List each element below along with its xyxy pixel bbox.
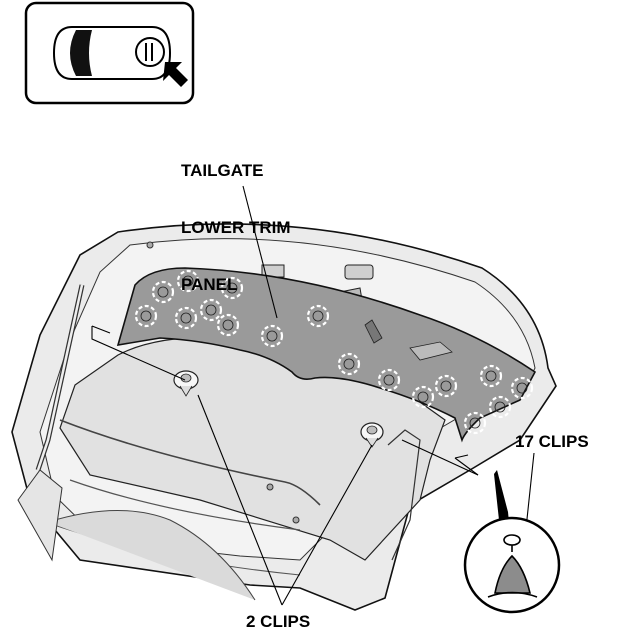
- panel-name-line-2: LOWER TRIM: [181, 218, 291, 237]
- panel-name-line-3: PANEL: [181, 275, 238, 294]
- clips-17-label: 17 CLIPS: [515, 432, 589, 451]
- tailgate-lower-trim-panel: [116, 267, 537, 443]
- panel-name-label: TAILGATE LOWER TRIM PANEL: [181, 123, 291, 313]
- vehicle-rear-locator-icon: [24, 1, 195, 105]
- push-clip-left: [173, 370, 199, 397]
- panel-clips: [134, 269, 534, 435]
- clips-2-label: 2 CLIPS: [246, 612, 311, 631]
- push-clip-right: [360, 422, 384, 448]
- clip-detail-icon: [463, 470, 561, 614]
- panel-name-line-1: TAILGATE: [181, 161, 264, 180]
